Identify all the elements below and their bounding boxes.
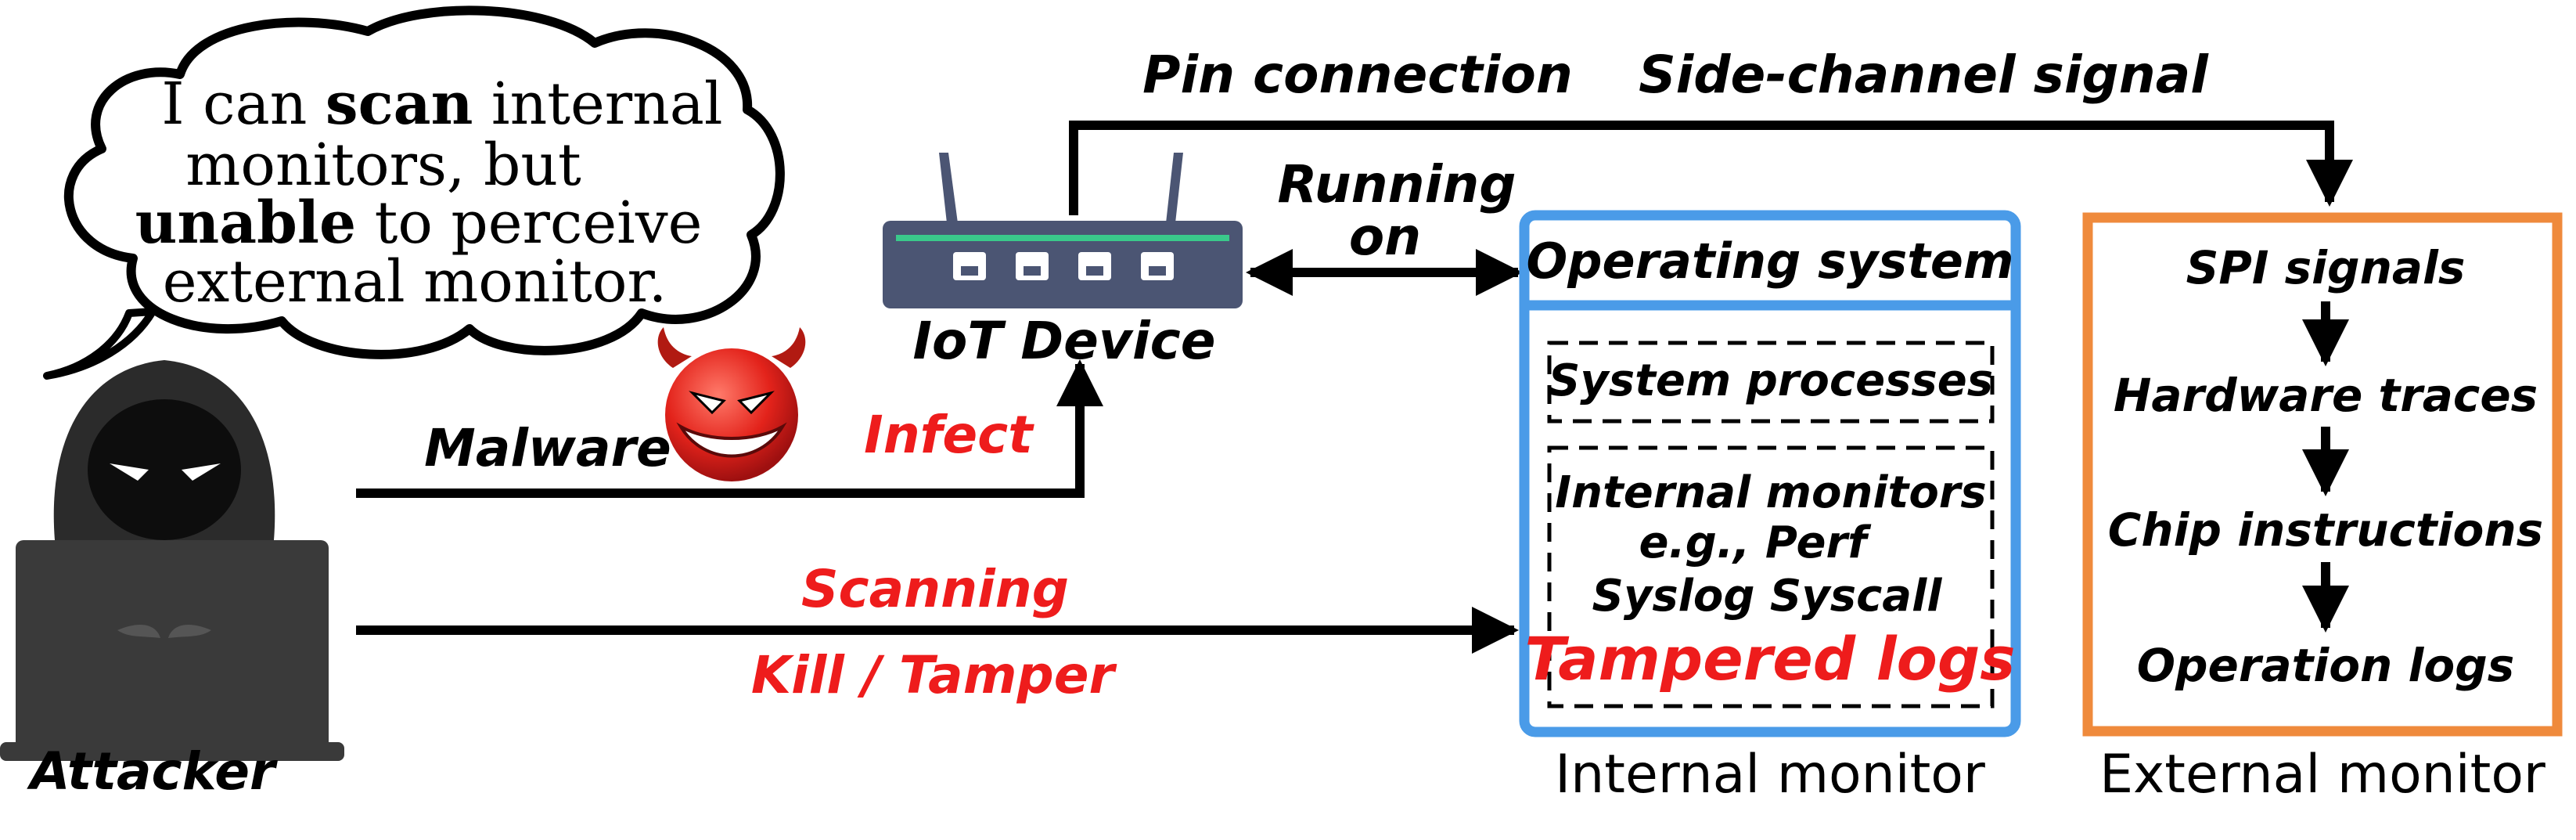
scanning-label: Scanning [801,559,1069,619]
pin-connection-label: Pin connection [1142,45,1573,105]
speech-line-1: I can scan internal [161,70,722,138]
infect-arrow [356,359,1103,498]
speech-line-4: external monitor. [163,248,667,315]
chip-instructions-label: Chip instructions [2108,503,2543,557]
internal-monitors-line-3: Syslog Syscall [1592,571,1943,622]
internal-monitor-caption: Internal monitor [1555,744,1985,806]
side-channel-arrow [1069,121,2353,215]
devil-malware-icon [657,327,806,481]
operating-system-header: Operating system [1526,233,2013,290]
speech-bubble: I can scan internal monitors, but unable… [43,5,785,380]
speech-line-3: unable to perceive [135,189,703,257]
iot-device-label: IoT Device [913,311,1216,371]
system-processes-box [1547,341,1995,424]
internal-monitor-box: Operating system System processes Intern… [1519,210,2021,737]
attacker-label: Attacker [26,741,278,802]
malware-label: Malware [424,418,671,478]
internal-monitors-line-2: e.g., Perf [1639,517,1873,568]
speech-line-2: monitors, but [185,132,581,199]
internal-monitors-line-1: Internal monitors [1555,467,1987,518]
system-processes-label: System processes [1549,355,1993,406]
side-channel-label: Side-channel signal [1639,45,2209,105]
running-label: Running [1277,154,1516,215]
external-monitor-caption: External monitor [2099,744,2545,806]
internal-monitors-box [1547,445,1995,708]
tampered-logs-label: Tampered logs [1524,624,2015,694]
hardware-traces-label: Hardware traces [2114,369,2538,422]
attacker-icon [0,360,344,761]
infect-label: Infect [864,405,1034,465]
on-label: on [1349,207,1421,267]
external-monitor-box: SPI signals Hardware traces Chip instruc… [2082,212,2563,737]
kill-tamper-label: Kill / Tamper [751,645,1117,705]
spi-signals-label: SPI signals [2186,241,2466,294]
iot-router-icon [883,153,1243,308]
operation-logs-label: Operation logs [2137,639,2515,692]
